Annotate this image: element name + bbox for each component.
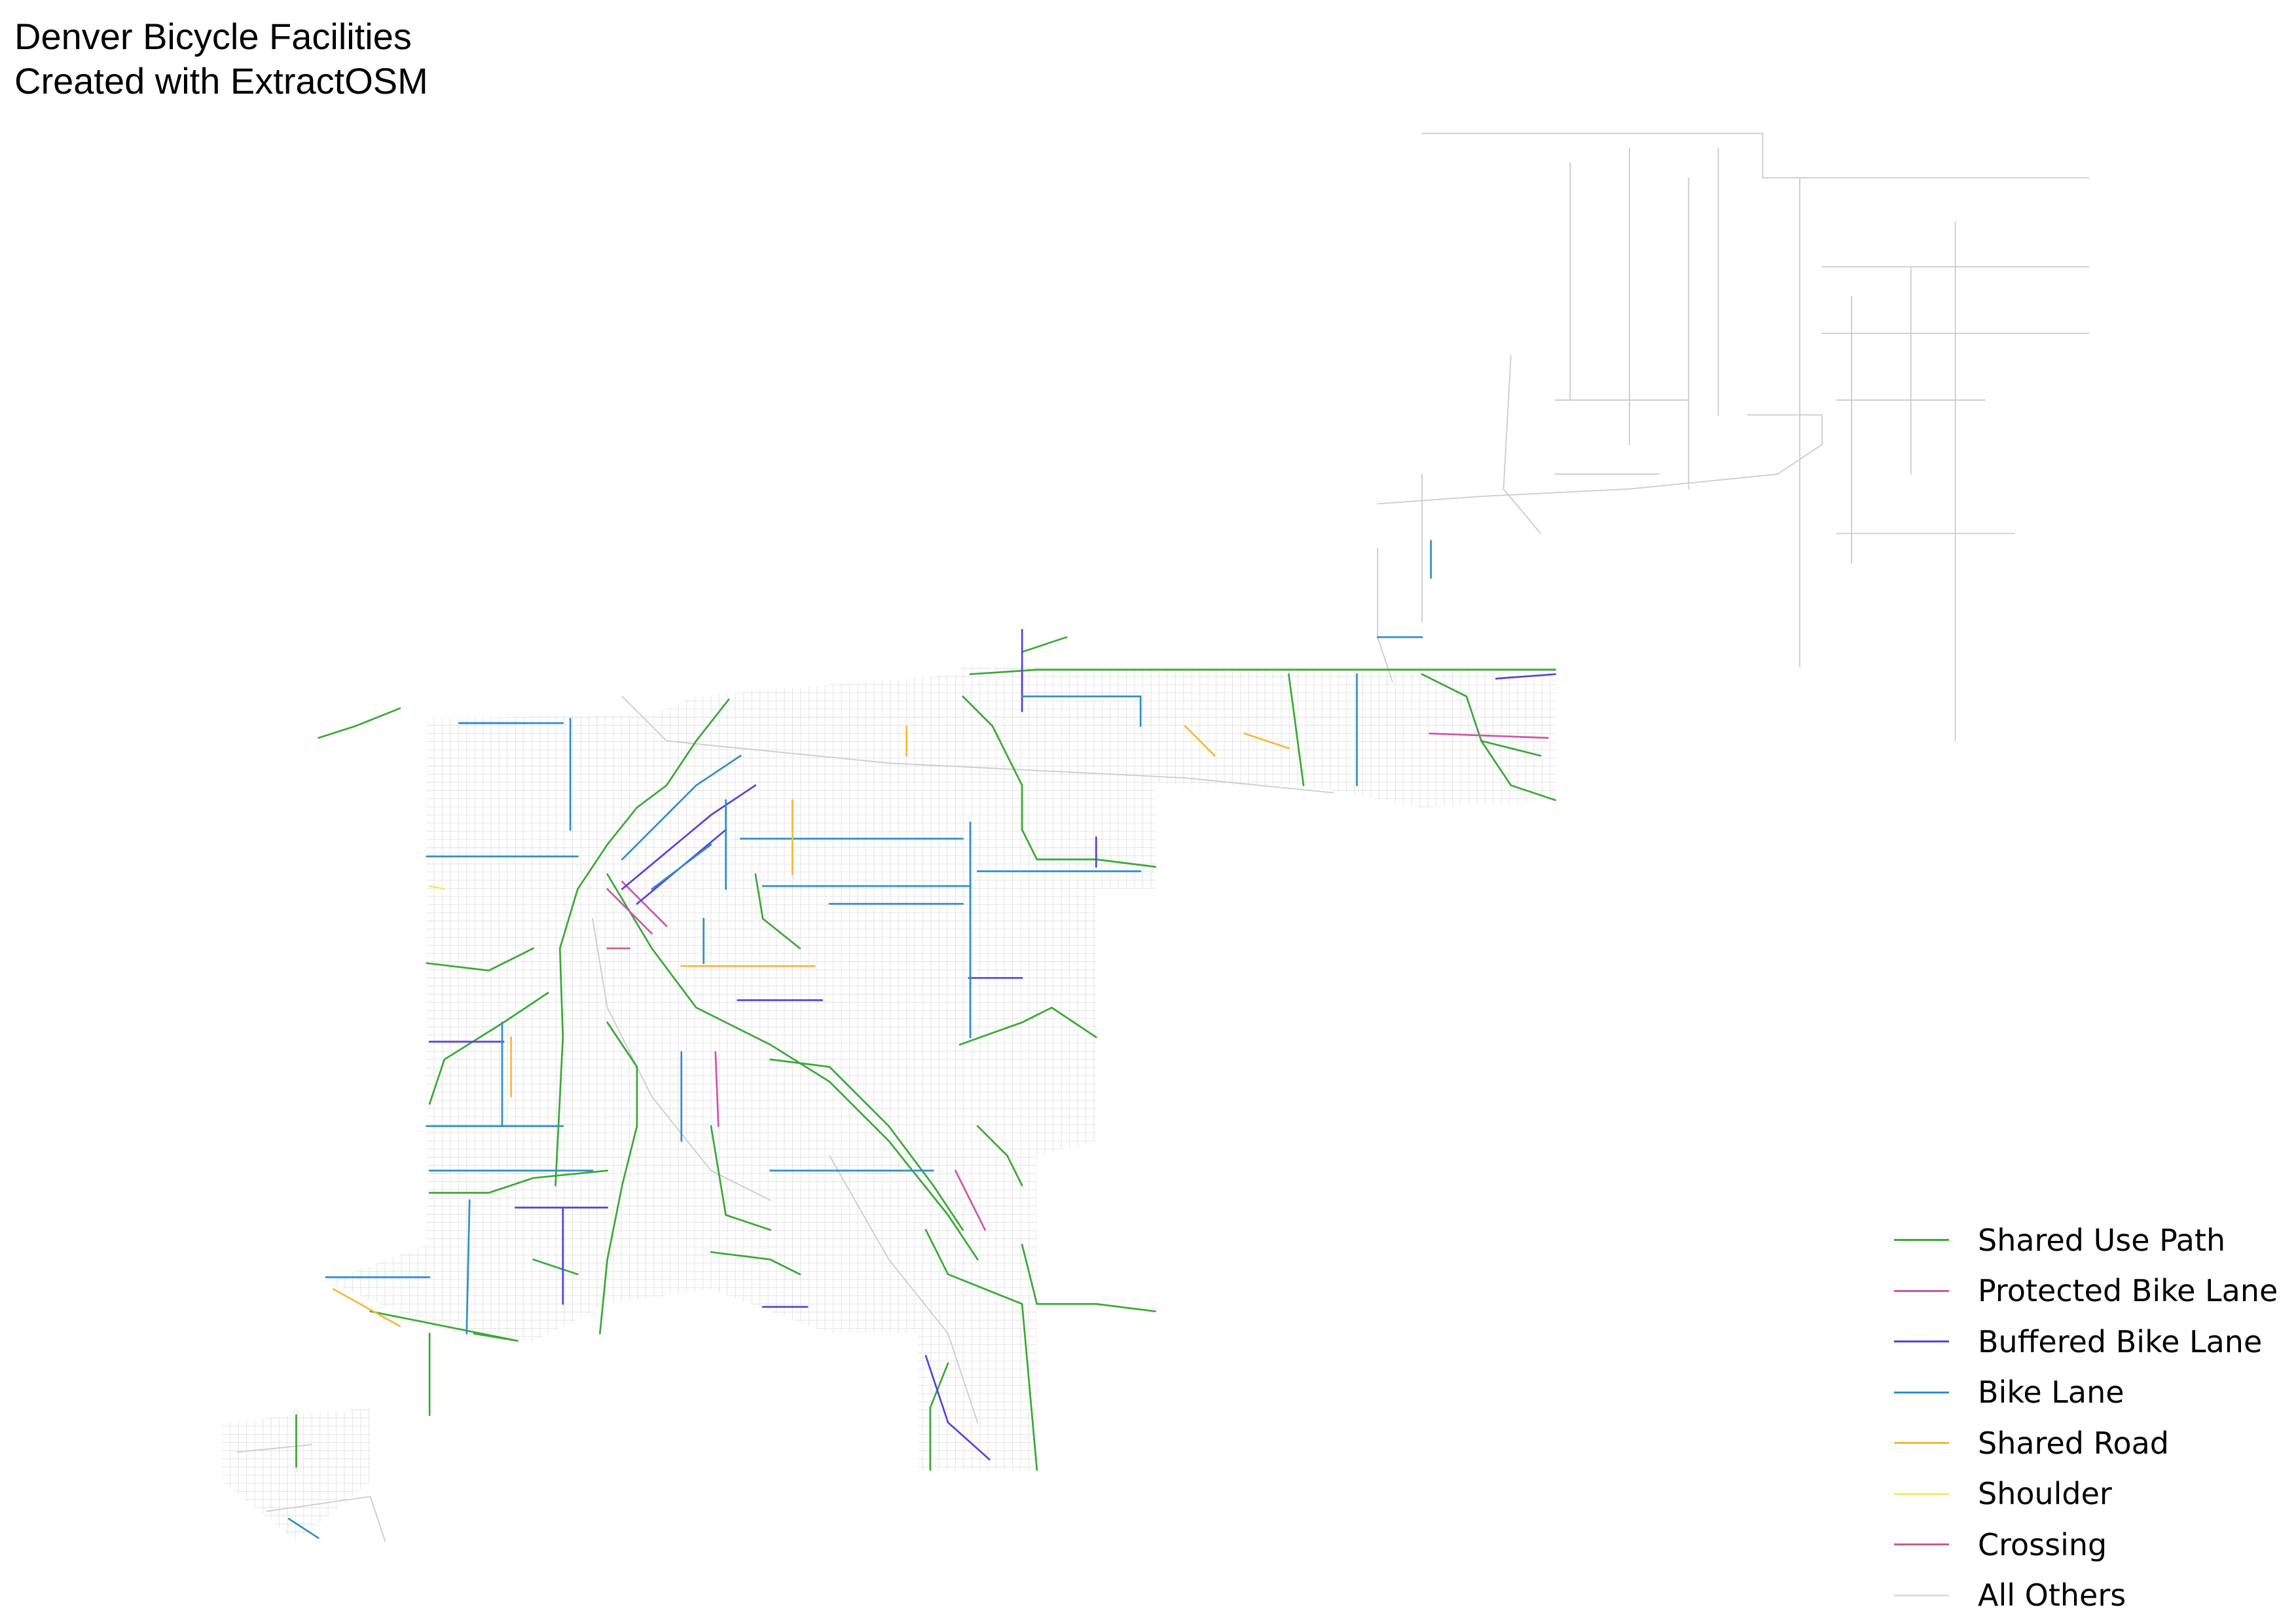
shared-use-path-segment xyxy=(924,1228,1038,1471)
legend-swatch xyxy=(1894,1239,1949,1242)
bike-lane-segment xyxy=(680,917,705,1142)
bike-lane-segment xyxy=(465,673,1358,1335)
buffered-bike-lane-segment xyxy=(968,836,1097,979)
legend-item-buffered-bike-lane: Buffered Bike Lane xyxy=(1894,1316,2278,1367)
legend-swatch xyxy=(1894,1594,1949,1596)
map-title: Denver Bicycle Facilities Created with E… xyxy=(14,14,428,103)
shared-use-path-segment xyxy=(710,1125,771,1231)
bike-lane-segment xyxy=(287,695,1142,1540)
bike-lane-segment xyxy=(621,754,742,891)
shared-use-path-segment xyxy=(532,1259,579,1276)
shared-use-path-segment xyxy=(754,873,801,950)
other-road-2 xyxy=(829,1155,979,1424)
shared-use-path-segment xyxy=(426,947,534,972)
other-road-7 xyxy=(1377,355,1541,682)
bike-lane-segment xyxy=(501,540,1432,1128)
title-line-1: Denver Bicycle Facilities xyxy=(14,16,412,57)
shared-use-path-segment xyxy=(428,1170,609,1194)
other-road-4 xyxy=(1628,147,1956,742)
street-grid xyxy=(222,667,1556,1541)
bike-lane-segment xyxy=(325,722,972,1278)
other-road-8 xyxy=(1569,162,1912,564)
shared-use-path-segment xyxy=(1021,636,1068,653)
other-road-6 xyxy=(1554,399,2016,534)
shared-use-path-segment xyxy=(1421,673,1542,757)
protected-bike-lane-segment xyxy=(955,1170,986,1231)
other-road-5 xyxy=(1377,414,1823,505)
other-road-9 xyxy=(236,1444,386,1542)
shoulder-segment xyxy=(428,885,446,891)
legend-item-crossing: Crossing xyxy=(1894,1519,2278,1570)
shared-use-path-segment xyxy=(969,669,1557,675)
shared-use-path-segment xyxy=(598,1021,638,1335)
protected-bike-lane-segment xyxy=(606,880,720,1128)
shared-use-path-segment xyxy=(1480,740,1557,802)
legend-swatch xyxy=(1894,1289,1949,1292)
other-roads xyxy=(236,132,2090,1542)
shared-use-path-segment xyxy=(318,707,401,739)
buffered-bike-lane-segment xyxy=(1495,673,1557,680)
legend-item-bike-lane: Bike Lane xyxy=(1894,1367,2278,1418)
legend-item-protected-bike-lane: Protected Bike Lane xyxy=(1894,1266,2278,1317)
bike-facilities xyxy=(287,540,1557,1540)
bike-lane-segment xyxy=(426,870,1142,1172)
shared-use-path-segment xyxy=(1288,673,1305,786)
legend-item-shoulder: Shoulder xyxy=(1894,1469,2278,1520)
other-road-1 xyxy=(592,918,771,1201)
other-road-0 xyxy=(621,695,1334,794)
shared-use-path-segment xyxy=(976,1125,1023,1187)
shared-use-path-segment xyxy=(369,1310,519,1342)
legend-item-all-others: All Others xyxy=(1894,1570,2278,1621)
protected-bike-lane-segment xyxy=(1429,732,1549,739)
shared-use-path-segment xyxy=(710,1251,801,1276)
legend-swatch xyxy=(1894,1442,1949,1445)
legend-item-shared-use-path: Shared Use Path xyxy=(1894,1215,2278,1266)
shared-use-path-segment xyxy=(555,698,730,1187)
shared-use-path-segment xyxy=(929,1362,949,1471)
shared-use-path-segment xyxy=(428,991,549,1105)
title-line-2: Created with ExtractOSM xyxy=(14,60,428,101)
legend-item-shared-road: Shared Road xyxy=(1894,1418,2278,1469)
shared-use-path-segment xyxy=(769,1058,964,1231)
shared-use-path-segment xyxy=(958,1006,1097,1046)
bike-lane-segment xyxy=(426,838,972,905)
street-grid-lines xyxy=(222,667,1556,1541)
shared-road-segment xyxy=(510,799,816,1098)
legend: Shared Use Path Protected Bike Lane Buff… xyxy=(1894,1215,2278,1621)
legend-swatch xyxy=(1894,1543,1949,1546)
buffered-bike-lane-segment xyxy=(515,1206,609,1305)
shared-road-segment xyxy=(332,725,1290,1327)
buffered-bike-lane-segment xyxy=(924,1355,991,1461)
legend-swatch xyxy=(1894,1340,1949,1343)
other-road-3 xyxy=(1421,132,2090,335)
shared-use-path-segment xyxy=(295,1333,431,1468)
shared-use-path-segment xyxy=(1021,1244,1157,1312)
legend-swatch xyxy=(1894,1492,1949,1495)
legend-swatch xyxy=(1894,1391,1949,1393)
